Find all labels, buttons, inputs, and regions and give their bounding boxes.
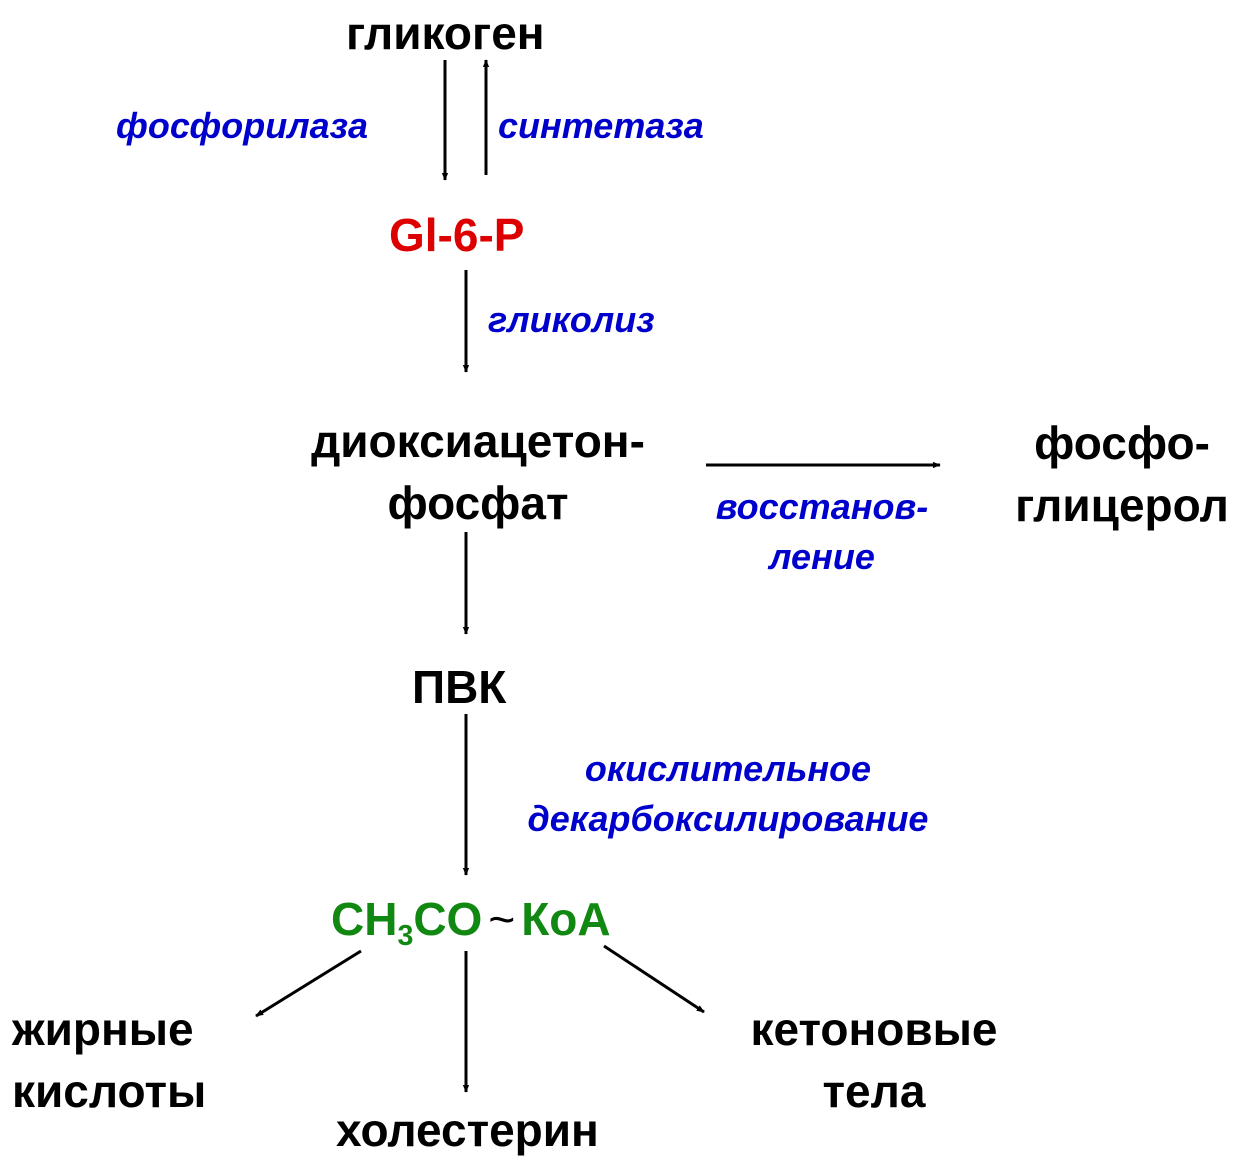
process-reduction: восстанов- ление: [682, 482, 962, 582]
node-fatty-acids-line2: кислоты: [12, 1065, 207, 1117]
node-phosphoglycerol: фосфо- глицерол: [988, 412, 1256, 536]
node-g6p: Gl-6-P: [389, 209, 525, 261]
arrow-acetylcoa-to-fatty-acids: [255, 949, 362, 1018]
process-reduction-line1: восстанов-: [715, 486, 929, 527]
node-phosphoglycerol-line2: глицерол: [1015, 479, 1229, 531]
acetylcoa-ch: CH: [331, 893, 398, 945]
enzyme-synthetase: синтетаза: [498, 105, 704, 146]
node-acetylcoa: CH3CO~КоА: [331, 893, 611, 950]
process-reduction-line2: ление: [769, 536, 875, 577]
acetylcoa-koa: КоА: [521, 893, 611, 945]
node-ketone-bodies-line2: тела: [822, 1065, 926, 1117]
process-oxidative-decarboxylation: окислительное декарбоксилирование: [468, 744, 988, 844]
arrow-acetylcoa-to-ketone-bodies: [603, 944, 705, 1014]
node-ketone-bodies-line1: кетоновые: [750, 1003, 998, 1055]
node-dhap-line1: диоксиацетон-: [311, 415, 645, 467]
process-oxidative-line2: декарбоксилирование: [527, 798, 929, 839]
node-dhap: диоксиацетон- фосфат: [268, 410, 688, 534]
node-cholesterol: холестерин: [336, 1104, 599, 1156]
acetylcoa-tilde: ~: [488, 893, 516, 945]
enzyme-phosphorylase: фосфорилаза: [116, 105, 369, 146]
node-phosphoglycerol-line1: фосфо-: [1034, 417, 1210, 469]
node-pvk: ПВК: [412, 661, 507, 713]
process-glycolysis: гликолиз: [488, 299, 655, 340]
node-ketone-bodies: кетоновые тела: [718, 998, 1030, 1122]
acetylcoa-co: CO: [413, 893, 483, 945]
node-fatty-acids: жирные кислоты: [12, 998, 206, 1122]
process-oxidative-line1: окислительное: [584, 748, 872, 789]
node-dhap-line2: фосфат: [387, 477, 569, 529]
acetylcoa-subscript: 3: [397, 919, 414, 952]
node-fatty-acids-line1: жирные: [12, 1003, 194, 1055]
node-glycogen: гликоген: [346, 7, 545, 59]
